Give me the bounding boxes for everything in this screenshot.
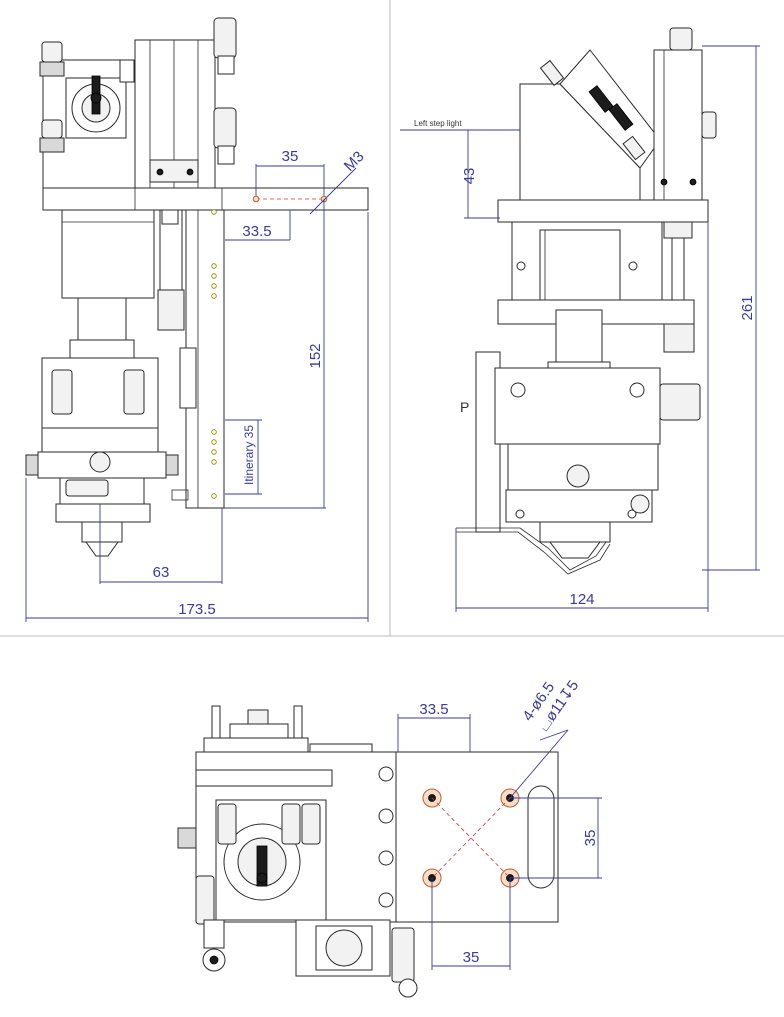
dim-width: 124 (569, 591, 594, 608)
top-view: 33.5 4-ø6.5 ⌴ø11↧5 35 35 (177, 677, 602, 998)
dim-total-height: 261 (739, 295, 756, 320)
dim-step-height: 43 (461, 168, 478, 185)
dim-total-width: 173.5 (178, 601, 216, 618)
dim-thread: M3 (341, 148, 368, 175)
side-view: P Left step light 43 261 124 (400, 27, 760, 612)
dim-offset-top: 33.5 (419, 701, 448, 718)
side-label-p: P (460, 399, 469, 415)
dim-offset: 33.5 (242, 223, 271, 240)
dim-top-width: 35 (282, 148, 299, 165)
view-frames (0, 0, 784, 637)
dim-nozzle-offset: 63 (153, 564, 170, 581)
dim-vertical-spacing: 35 (582, 830, 599, 847)
dim-stroke: Itinerary 35 (242, 425, 256, 485)
dim-horizontal-spacing: 35 (463, 949, 480, 966)
dim-vertical: 152 (307, 343, 324, 368)
dim-step-note: Left step light (414, 119, 462, 128)
side-dims: Left step light 43 261 124 (400, 45, 760, 612)
front-view: 35 M3 33.5 152 Itinerary 35 63 173.5 (25, 17, 369, 622)
